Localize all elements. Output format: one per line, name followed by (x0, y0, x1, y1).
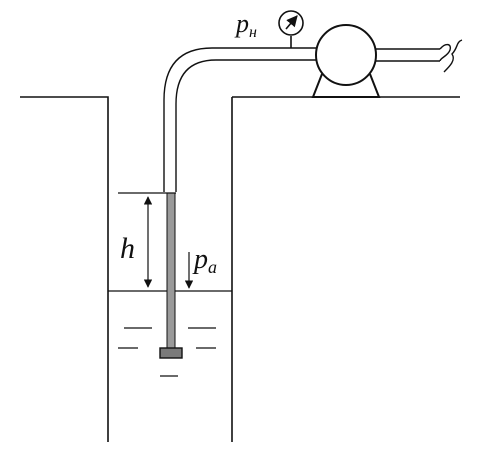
atm-pressure-symbol: p (192, 244, 208, 275)
pipe-break-mark-2 (443, 39, 463, 73)
pump-pressure-symbol: p (234, 9, 249, 38)
pump-pressure-label: pн (234, 9, 257, 41)
pipe-submerged-section (166, 192, 176, 349)
pump-base (311, 73, 381, 98)
pipe-break-mark (439, 43, 452, 62)
pump-icon (311, 24, 381, 98)
discharge-pipe (376, 39, 463, 73)
height-dimension (118, 192, 176, 288)
well (20, 96, 460, 442)
height-label: h (120, 232, 135, 265)
suction-pipe (163, 47, 318, 192)
pump-pressure-subscript: н (249, 24, 257, 41)
ground-left (20, 96, 109, 442)
pipe-outer-wall (163, 47, 318, 192)
pipe-inner-wall (175, 59, 318, 192)
gauge-needle (285, 15, 298, 30)
strainer-icon (159, 347, 183, 359)
pressure-gauge-icon (278, 10, 304, 48)
atm-pressure-label: pа (192, 244, 217, 277)
pump-casing (315, 24, 377, 86)
atm-pressure-subscript: а (208, 257, 217, 277)
